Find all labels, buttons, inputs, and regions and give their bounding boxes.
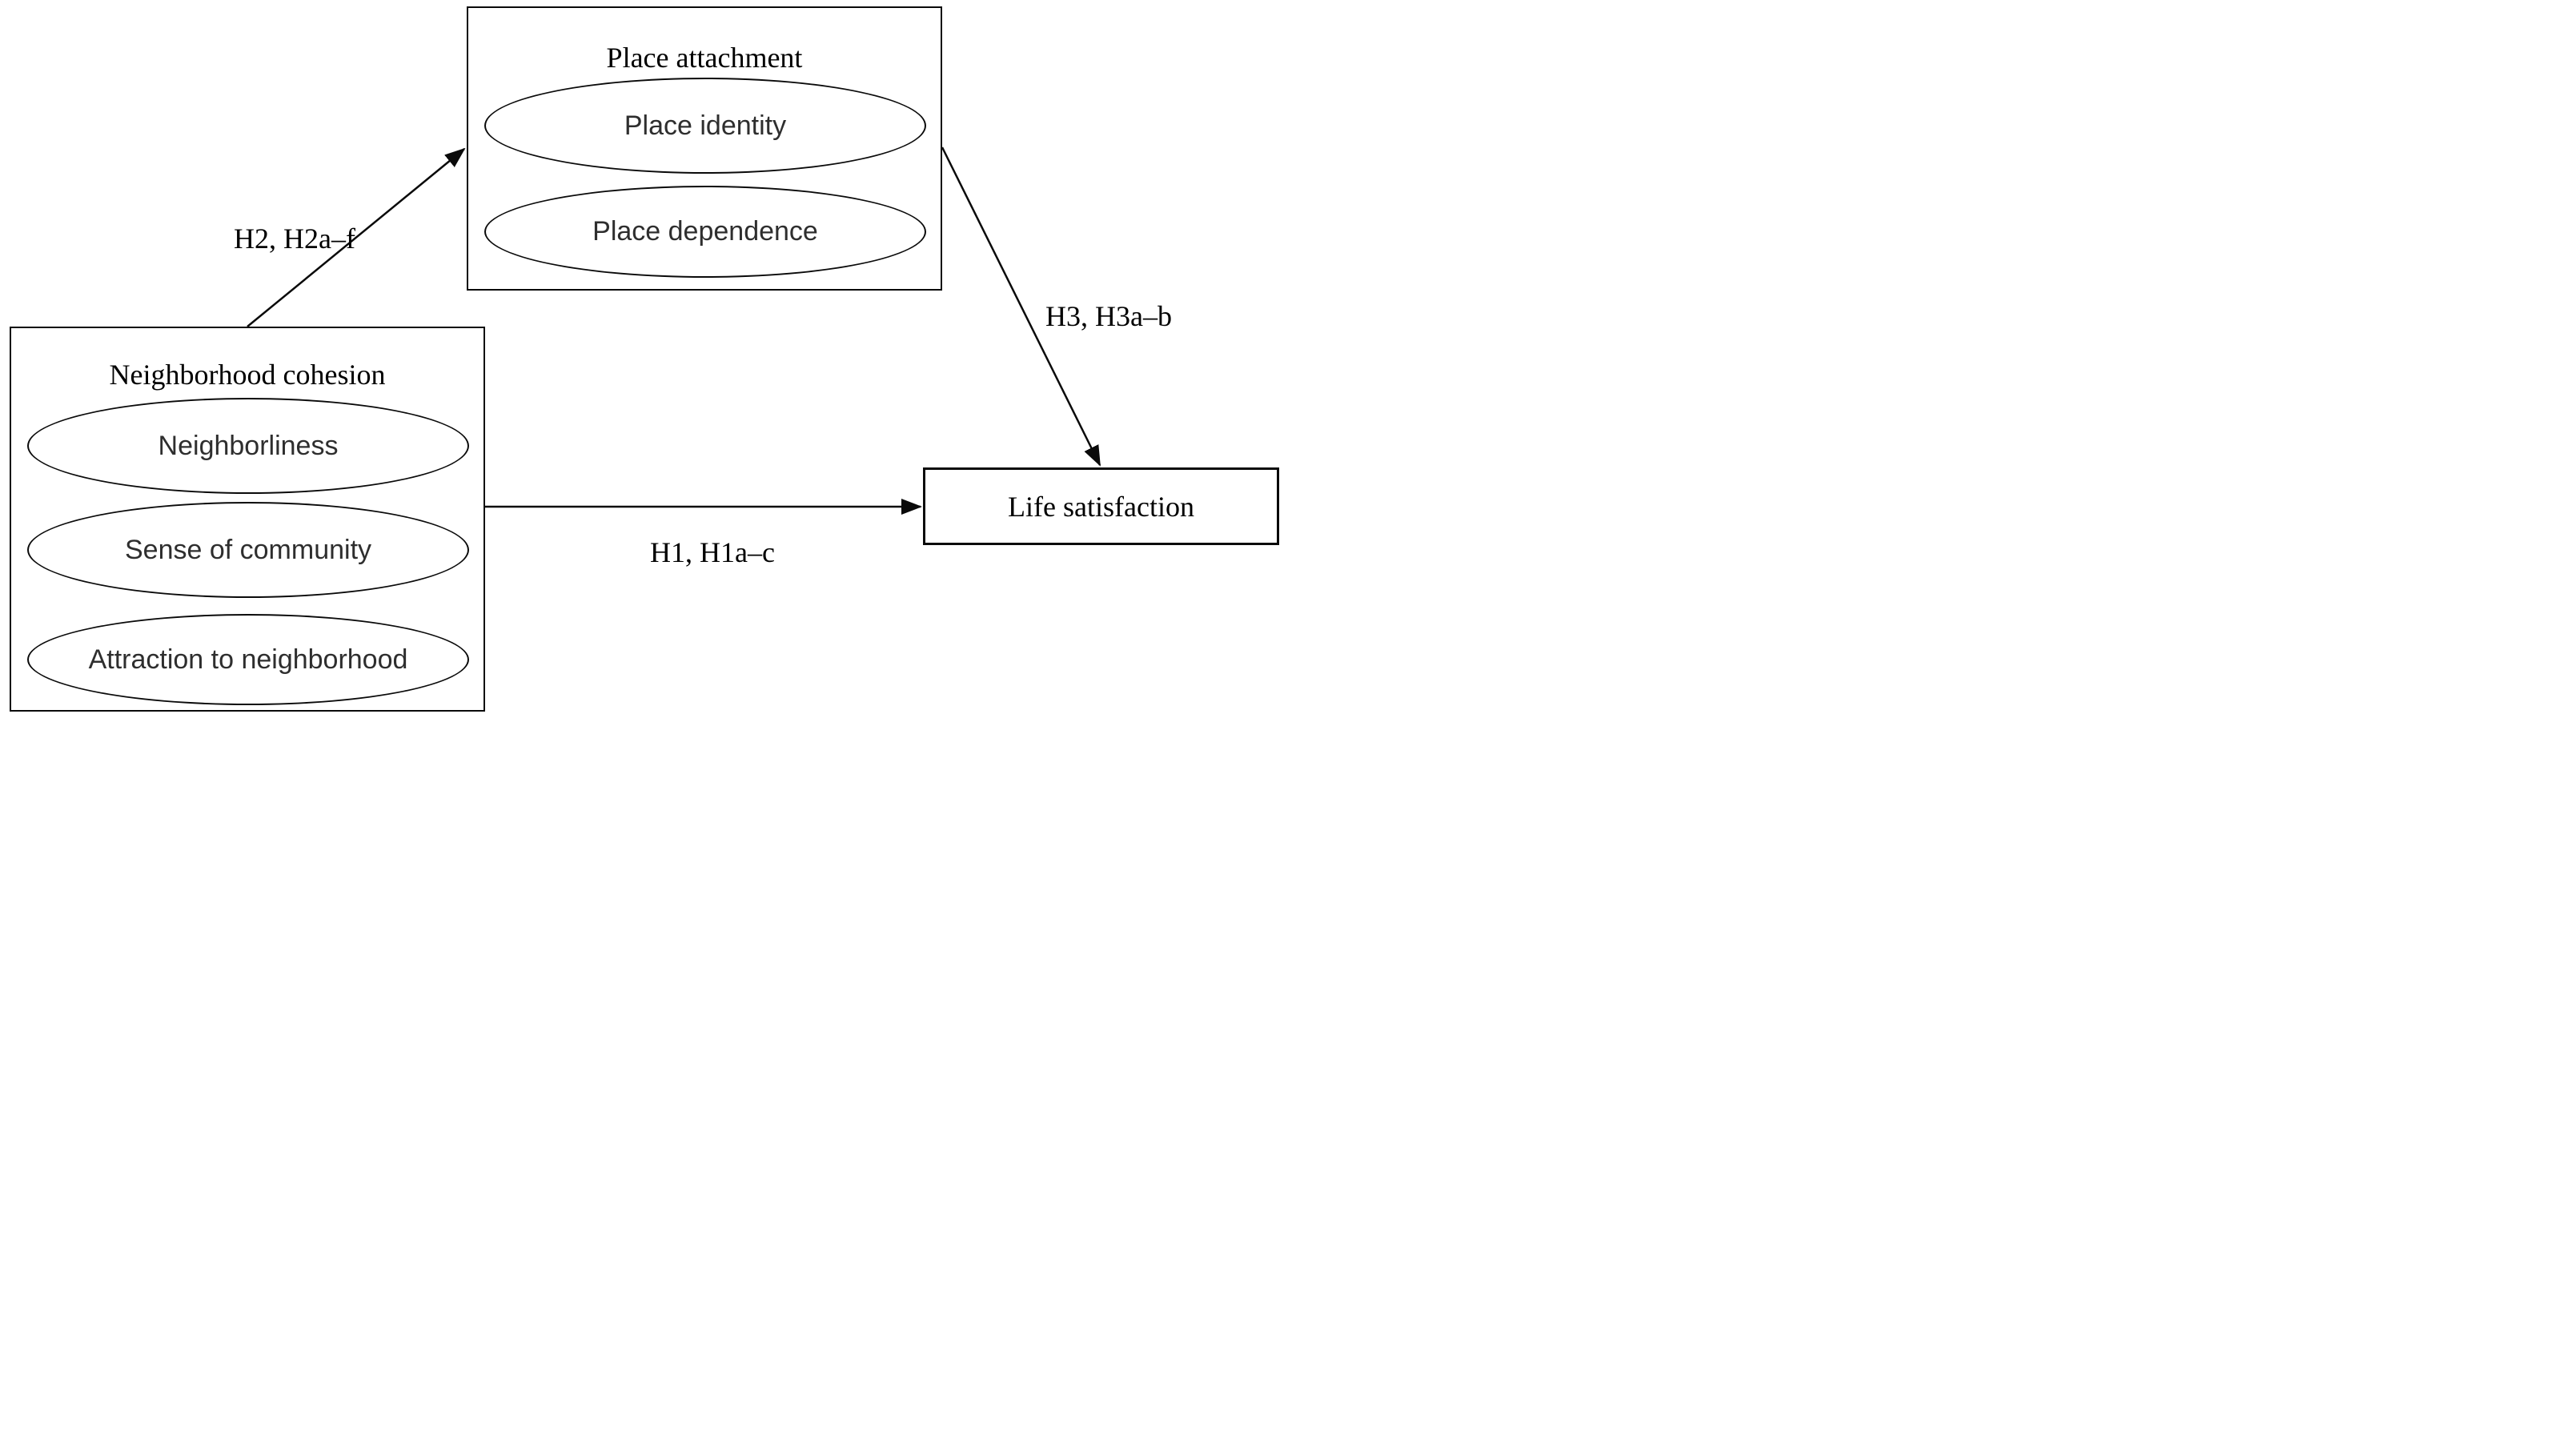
h2-path-label: H2, H2a–f <box>234 223 355 255</box>
node-box-life-satisfaction: Life satisfaction <box>923 467 1279 545</box>
h1-path-label: H1, H1a–c <box>650 536 775 568</box>
place-dependence-label: Place dependence <box>592 216 818 247</box>
factor-ellipse-place-dependence: Place dependence <box>484 186 926 278</box>
h3-path-label: H3, H3a–b <box>1045 300 1172 332</box>
attraction-to-neighborhood-label: Attraction to neighborhood <box>88 644 408 675</box>
neighborliness-label: Neighborliness <box>158 430 339 461</box>
place-identity-label: Place identity <box>624 110 787 141</box>
factor-ellipse-neighborliness: Neighborliness <box>27 398 469 494</box>
node-box-neighborhood-cohesion: Neighborhood cohesion Neighborliness Sen… <box>10 327 485 712</box>
factor-ellipse-attraction-to-neighborhood: Attraction to neighborhood <box>27 614 469 705</box>
factor-ellipse-place-identity: Place identity <box>484 78 926 174</box>
factor-ellipse-sense-of-community: Sense of community <box>27 502 469 598</box>
sense-of-community-label: Sense of community <box>124 534 372 565</box>
conceptual-model-diagram: Place attachment Place identity Place de… <box>0 0 1288 722</box>
place-attachment-title: Place attachment <box>606 42 803 74</box>
life-satisfaction-title: Life satisfaction <box>1008 490 1194 523</box>
neighborhood-cohesion-title: Neighborhood cohesion <box>109 359 386 391</box>
node-box-place-attachment: Place attachment Place identity Place de… <box>467 6 942 291</box>
